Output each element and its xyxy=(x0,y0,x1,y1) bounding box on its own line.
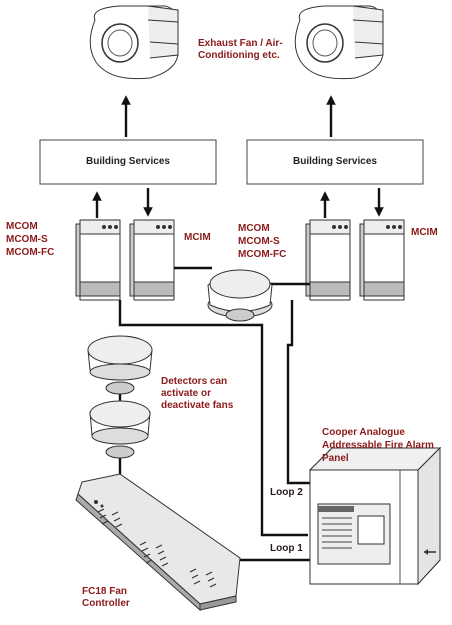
panel-label: Cooper Analogue Addressable Fire Alarm P… xyxy=(322,427,434,464)
smoke-detector-icon-2 xyxy=(89,400,151,459)
smoke-detector-icon-1 xyxy=(87,335,153,395)
smoke-detector-icon-center xyxy=(207,269,273,322)
building-services-label-right: Building Services xyxy=(293,156,377,167)
building-services-box-right xyxy=(246,139,424,185)
module-icon-mcom-right xyxy=(305,219,351,301)
loop2-label: Loop 2 xyxy=(270,487,303,498)
fc18-label: FC18 Fan Controller xyxy=(82,586,130,609)
fan-icon-right xyxy=(294,5,384,80)
fan-icon-left xyxy=(89,5,179,80)
module-icon-mcim-right xyxy=(359,219,405,301)
module-icon-mcim-left xyxy=(129,219,175,301)
building-services-box-left xyxy=(39,139,217,185)
mcom-label-left: MCOM MCOM-S MCOM-FC xyxy=(6,221,55,258)
exhaust-fan-label: Exhaust Fan / Air- Conditioning etc. xyxy=(198,38,283,61)
detectors-label: Detectors can activate or deactivate fan… xyxy=(161,376,234,411)
fire-panel-icon xyxy=(308,446,442,586)
mcim-label-right: MCIM xyxy=(411,227,438,238)
fan-controller-icon xyxy=(75,473,241,612)
mcom-label-center: MCOM MCOM-S MCOM-FC xyxy=(238,223,287,260)
module-icon-mcom-left xyxy=(75,219,121,301)
loop1-label: Loop 1 xyxy=(270,543,303,554)
building-services-label-left: Building Services xyxy=(86,156,170,167)
mcim-label: MCIM xyxy=(184,232,211,243)
